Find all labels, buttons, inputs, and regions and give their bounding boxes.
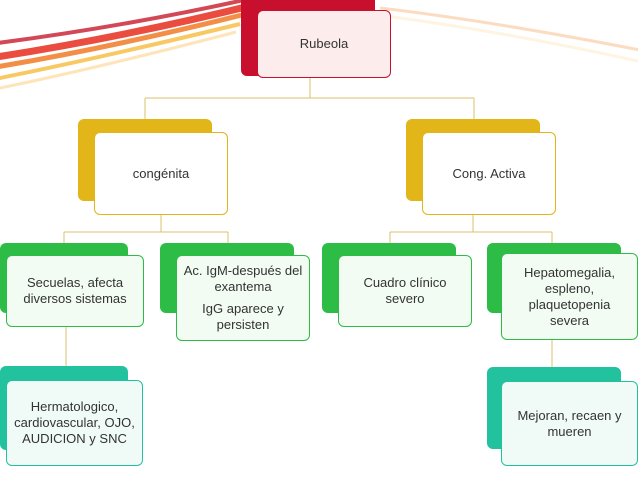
node-hepato-box: Hepatomegalia, espleno, plaquetopenia se… bbox=[501, 253, 638, 340]
node-rubeola: Rubeola bbox=[241, 0, 391, 78]
node-secuelas: Secuelas, afecta diversos sistemas bbox=[0, 243, 144, 327]
node-hemato: Hermatologico, cardiovascular, OJO, AUDI… bbox=[0, 366, 143, 466]
node-igm: Ac. IgM-después del exantema IgG aparece… bbox=[160, 243, 310, 341]
node-rubeola-box: Rubeola bbox=[257, 10, 391, 78]
node-igm-label: Ac. IgM-después del exantema bbox=[183, 263, 303, 294]
node-hepato: Hepatomegalia, espleno, plaquetopenia se… bbox=[487, 243, 638, 340]
node-rubeola-label: Rubeola bbox=[299, 36, 349, 51]
node-mejoran: Mejoran, recaen y mueren bbox=[487, 367, 638, 466]
node-hemato-label: Hermatologico, cardiovascular, OJO, AUDI… bbox=[14, 399, 135, 446]
node-cuadro-box: Cuadro clínico severo bbox=[338, 255, 472, 327]
node-hemato-box: Hermatologico, cardiovascular, OJO, AUDI… bbox=[6, 380, 143, 466]
node-secuelas-label: Secuelas, afecta diversos sistemas bbox=[23, 275, 127, 306]
node-igg-label: IgG aparece y persisten bbox=[202, 301, 284, 332]
node-activa: Cong. Activa bbox=[406, 119, 556, 215]
node-mejoran-box: Mejoran, recaen y mueren bbox=[501, 381, 638, 466]
node-cuadro: Cuadro clínico severo bbox=[322, 243, 472, 327]
node-congenita: congénita bbox=[78, 119, 228, 215]
node-activa-box: Cong. Activa bbox=[422, 132, 556, 215]
node-secuelas-box: Secuelas, afecta diversos sistemas bbox=[6, 255, 144, 327]
node-igm-box: Ac. IgM-después del exantema IgG aparece… bbox=[176, 255, 310, 341]
node-mejoran-label: Mejoran, recaen y mueren bbox=[517, 407, 622, 439]
node-cuadro-label: Cuadro clínico severo bbox=[363, 275, 447, 306]
node-activa-label: Cong. Activa bbox=[452, 165, 526, 181]
node-congenita-label: congénita bbox=[132, 165, 190, 181]
node-hepato-label: Hepatomegalia, espleno, plaquetopenia se… bbox=[523, 264, 616, 328]
node-congenita-box: congénita bbox=[94, 132, 228, 215]
